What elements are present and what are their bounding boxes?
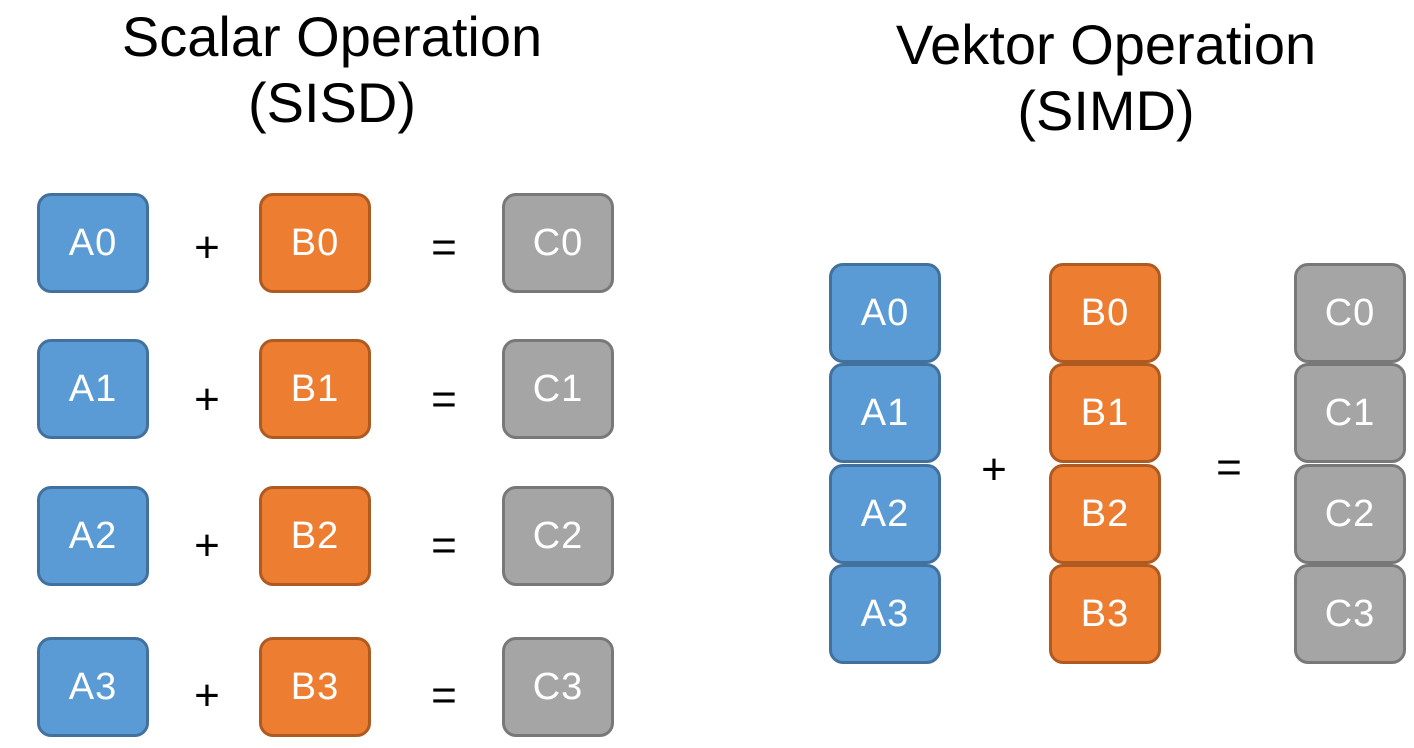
scalar-c0-box: C0 — [502, 193, 614, 293]
vector-b2-box: B2 — [1049, 464, 1161, 564]
vector-a1-box: A1 — [829, 363, 941, 463]
scalar-title: Scalar Operation (SISD) — [52, 4, 612, 136]
scalar-plus-1: + — [194, 375, 220, 424]
vector-plus: + — [981, 445, 1007, 494]
scalar-a0-box: A0 — [37, 193, 149, 293]
vector-a2-box: A2 — [829, 464, 941, 564]
scalar-title-line1: Scalar Operation — [121, 5, 543, 68]
vector-c1-box: C1 — [1294, 363, 1406, 463]
scalar-plus-0: + — [194, 223, 220, 272]
scalar-a3-box: A3 — [37, 637, 149, 737]
vector-title-line1: Vektor Operation — [895, 13, 1317, 76]
scalar-equals-1: = — [431, 375, 457, 424]
vector-c2-box: C2 — [1294, 464, 1406, 564]
vector-title: Vektor Operation (SIMD) — [826, 12, 1386, 144]
vector-b3-box: B3 — [1049, 564, 1161, 664]
vector-equals: = — [1216, 443, 1242, 492]
scalar-equals-3: = — [431, 671, 457, 720]
scalar-b1-box: B1 — [259, 339, 371, 439]
scalar-equals-0: = — [431, 223, 457, 272]
scalar-b2-box: B2 — [259, 486, 371, 586]
scalar-equals-2: = — [431, 521, 457, 570]
scalar-title-line2: (SISD) — [248, 71, 416, 134]
scalar-a2-box: A2 — [37, 486, 149, 586]
scalar-c2-box: C2 — [502, 486, 614, 586]
vector-title-line2: (SIMD) — [1017, 79, 1195, 142]
vector-b1-box: B1 — [1049, 363, 1161, 463]
vector-b0-box: B0 — [1049, 263, 1161, 363]
vector-a0-box: A0 — [829, 263, 941, 363]
vector-a3-box: A3 — [829, 564, 941, 664]
scalar-b3-box: B3 — [259, 637, 371, 737]
vector-c0-box: C0 — [1294, 263, 1406, 363]
scalar-a1-box: A1 — [37, 339, 149, 439]
scalar-c3-box: C3 — [502, 637, 614, 737]
scalar-plus-2: + — [194, 521, 220, 570]
scalar-c1-box: C1 — [502, 339, 614, 439]
vector-c3-box: C3 — [1294, 564, 1406, 664]
scalar-b0-box: B0 — [259, 193, 371, 293]
scalar-plus-3: + — [194, 671, 220, 720]
